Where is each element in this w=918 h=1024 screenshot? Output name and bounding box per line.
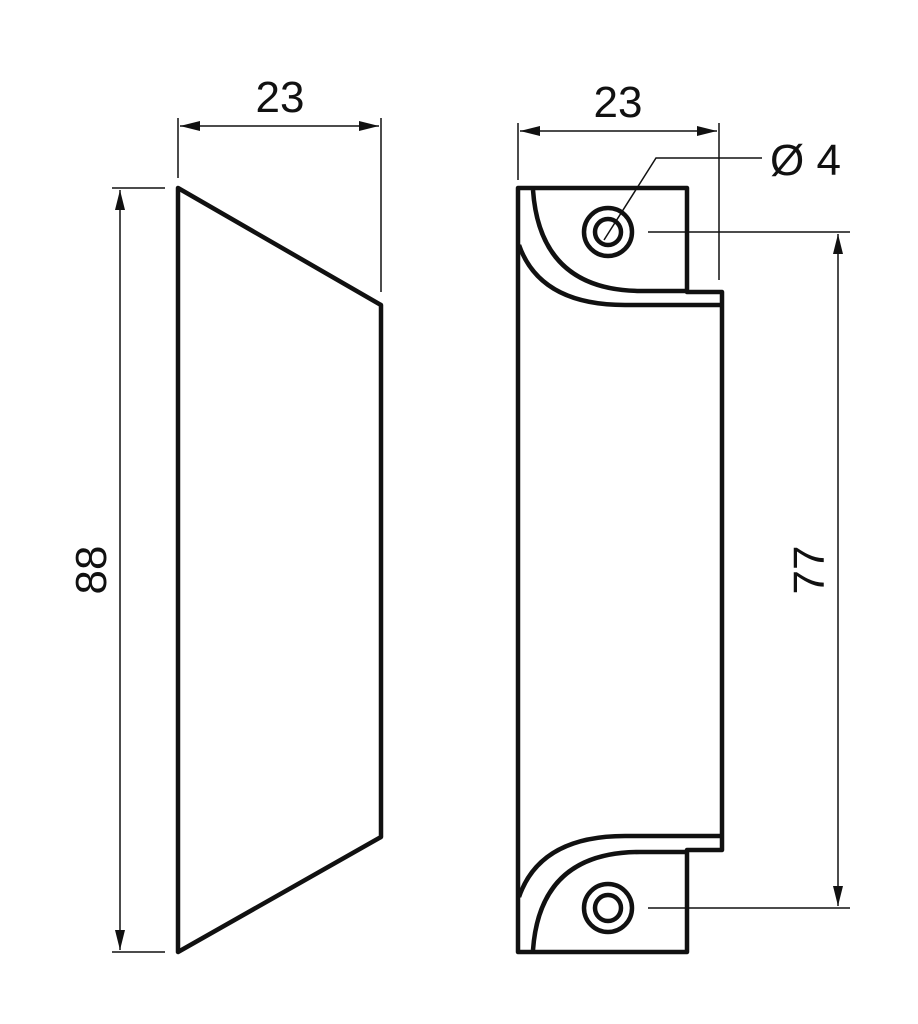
front-height-label: 88 xyxy=(67,546,116,595)
side-view: 23 Ø 4 77 xyxy=(515,78,850,955)
hole-diameter-label: Ø 4 xyxy=(770,136,841,185)
bottom-flange-outer-curve xyxy=(516,833,722,898)
bottom-flange-inner-curve xyxy=(530,849,687,951)
top-flange-inner-curve xyxy=(530,189,687,294)
front-view-outline xyxy=(175,185,384,955)
front-view: 23 88 xyxy=(67,73,384,955)
hole-leader-line xyxy=(603,157,762,241)
front-width-label: 23 xyxy=(256,73,305,122)
bottom-mounting-hole xyxy=(581,881,635,935)
top-mounting-hole xyxy=(581,205,635,259)
side-view-outline xyxy=(515,185,725,955)
side-width-label: 23 xyxy=(594,78,643,127)
hole-spacing-label: 77 xyxy=(785,546,834,595)
top-flange-outer-curve xyxy=(516,244,722,308)
